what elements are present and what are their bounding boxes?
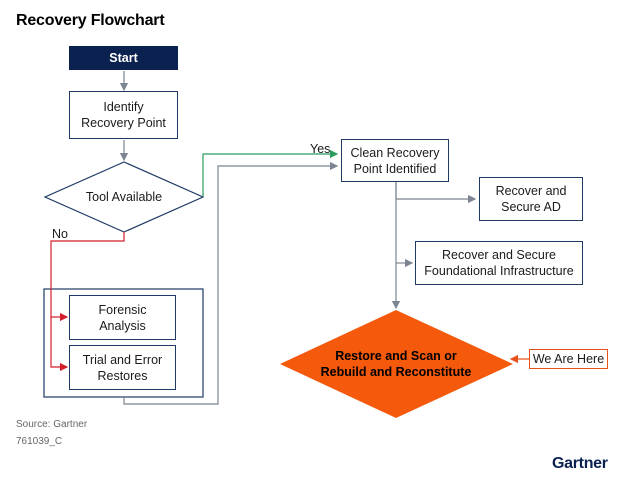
edge-trial-clean — [123, 161, 339, 405]
we-are-here-callout: We Are Here — [529, 349, 608, 369]
tool-available-label: Tool Available — [85, 190, 163, 204]
edge-no — [50, 232, 125, 372]
restore-rebuild-label: Restore and Scan or Rebuild and Reconsti… — [320, 349, 472, 379]
source-note: Source: Gartner — [16, 419, 88, 430]
forensic-analysis-node: Forensic Analysis — [69, 295, 176, 340]
clean-recovery-point-node: Clean Recovery Point Identified — [341, 139, 449, 182]
no-label: No — [52, 227, 68, 241]
yes-label: Yes — [310, 142, 331, 156]
recover-secure-ad-node: Recover and Secure AD — [479, 177, 583, 221]
recover-secure-infra-node: Recover and Secure Foundational Infrastr… — [415, 241, 583, 285]
page-title: Recovery Flowchart — [16, 12, 165, 29]
trial-and-error-node: Trial and Error Restores — [69, 345, 176, 390]
identify-recovery-point-node: Identify Recovery Point — [69, 91, 178, 139]
edge-clean-ad — [395, 182, 477, 204]
gartner-logo: Gartner — [552, 455, 608, 472]
edge-yes — [202, 149, 339, 197]
restore-diamond — [280, 310, 513, 418]
document-id: 761039_C — [16, 436, 63, 447]
start-node: Start — [69, 46, 178, 70]
